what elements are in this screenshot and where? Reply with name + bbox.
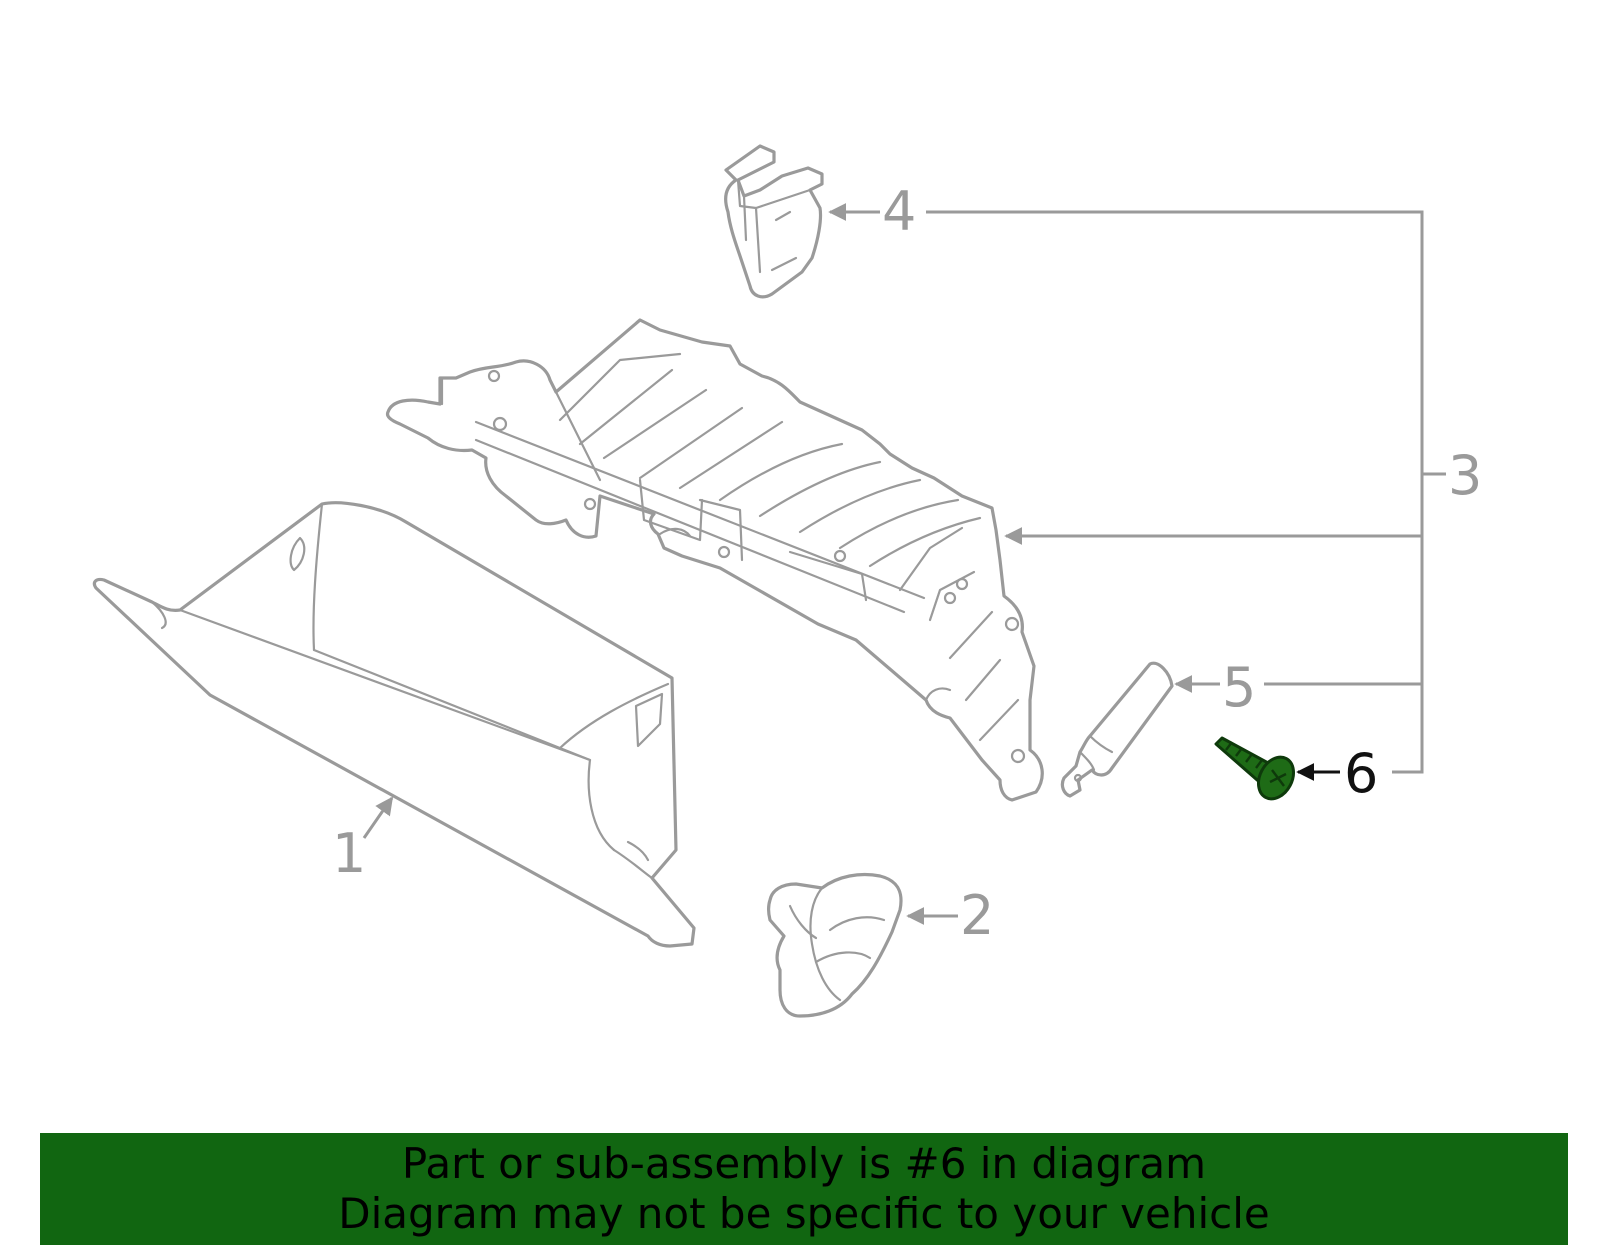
part-5-damper[interactable] xyxy=(1060,661,1174,798)
banner-line-1: Part or sub-assembly is #6 in diagram xyxy=(401,1139,1207,1188)
info-banner: Part or sub-assembly is #6 in diagram Di… xyxy=(40,1133,1568,1245)
callout-1: 1 xyxy=(332,822,366,885)
banner-line-2: Diagram may not be specific to your vehi… xyxy=(338,1189,1270,1238)
part-3-glove-box-housing[interactable] xyxy=(385,318,1044,802)
part-4-clip[interactable] xyxy=(724,144,824,299)
part-1-glove-box-door[interactable] xyxy=(92,501,696,948)
callout-3: 3 xyxy=(1448,444,1482,507)
callout-5: 5 xyxy=(1222,656,1256,719)
leader-lines xyxy=(362,203,1446,925)
part-2-latch-knob[interactable] xyxy=(766,872,903,1018)
callout-2: 2 xyxy=(960,884,994,947)
callout-6: 6 xyxy=(1344,742,1378,805)
part-6-screw[interactable] xyxy=(1214,736,1300,805)
callout-4: 4 xyxy=(882,180,916,243)
